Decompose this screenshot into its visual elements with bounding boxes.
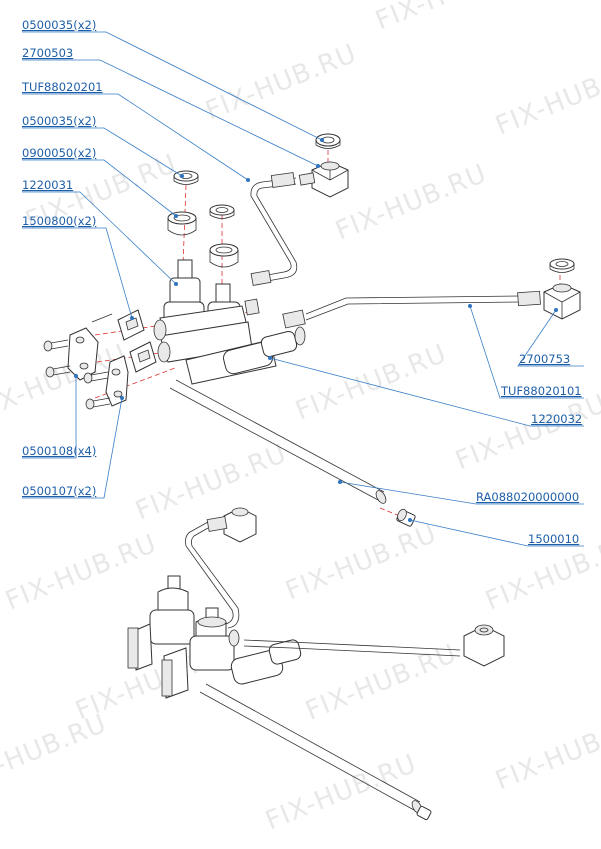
- part-label: 2700503: [22, 46, 73, 60]
- part-label: 0500107(x2): [22, 484, 96, 498]
- watermark: FIX-HUB.RU: [131, 439, 291, 527]
- part-label: TUF88020101: [500, 384, 582, 398]
- watermark: FIX-HUB.RU: [331, 159, 491, 247]
- part-label: RA088020000000: [476, 490, 579, 504]
- screws-0500108: [43, 339, 111, 410]
- assembled-view: [127, 507, 505, 821]
- watermark: FIX-HUB.RU: [371, 0, 531, 36]
- watermark: FIX-HUB.RU: [301, 639, 461, 727]
- bracket-0500107: [67, 327, 129, 407]
- watermark: FIX-HUB.RU: [491, 54, 601, 142]
- pipe-TUF88020201: [250, 172, 298, 286]
- nut-0500035-right: [209, 204, 235, 219]
- watermark: FIX-HUB.RU: [201, 39, 361, 127]
- watermark: FIX-HUB.RU: [451, 389, 601, 477]
- part-label: 0500108(x4): [22, 444, 96, 458]
- washer-0900050-left: [167, 211, 197, 236]
- plug-1500010: [396, 508, 416, 527]
- nut-0500035-top: [315, 133, 341, 149]
- part-label: 0500035(x2): [22, 114, 96, 128]
- watermark: FIX-HUB.RU: [1, 529, 161, 617]
- watermark: FIX-HUB.RU: [281, 519, 441, 607]
- valve-1220032: [185, 309, 306, 385]
- part-label: 1500800(x2): [22, 214, 96, 228]
- watermark: FIX-HUB.RU: [491, 709, 601, 797]
- connector-2700753: [543, 283, 581, 320]
- valve-1220031: [153, 259, 260, 363]
- leader-lines: [22, 31, 584, 547]
- part-label: 1220032: [531, 412, 582, 426]
- washer-0900050-right: [209, 243, 239, 268]
- watermark: FIX-HUB.RU: [291, 339, 451, 427]
- connector-2700503: [298, 161, 349, 198]
- part-label: 2700753: [519, 352, 570, 366]
- tube-RA088020000000: [169, 379, 387, 504]
- watermark: FIX-HUB.RU: [261, 749, 421, 837]
- pipe-TUF88020101: [305, 290, 541, 321]
- part-label: TUF88020201: [21, 80, 103, 94]
- exploded-assembly: [43, 133, 581, 527]
- watermark: FIX-HUB.RU: [0, 709, 111, 797]
- part-label: 0900050(x2): [22, 146, 96, 160]
- nut-0500035-far-right: [549, 258, 575, 273]
- clip-1500800: [91, 309, 157, 373]
- part-label: 1500010: [528, 532, 579, 546]
- part-label: 1220031: [22, 178, 73, 192]
- part-labels: 0500035(x2) 2700503 TUF88020201 0500035(…: [21, 18, 582, 546]
- part-label: 0500035(x2): [22, 18, 96, 32]
